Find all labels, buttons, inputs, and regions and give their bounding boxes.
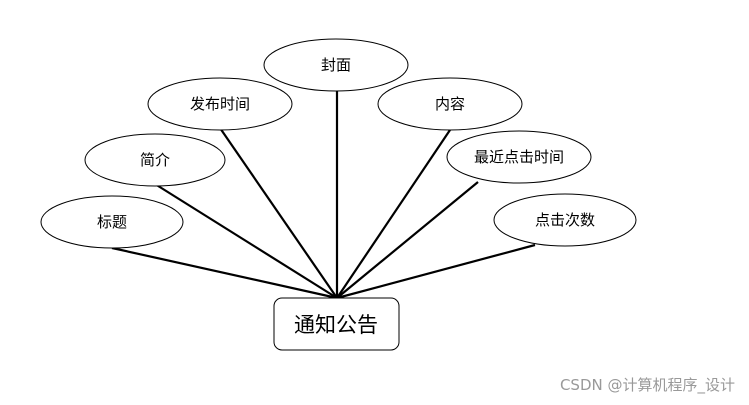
attribute-ellipse xyxy=(493,193,637,247)
entity-notice: 通知公告 xyxy=(273,297,400,351)
edge-last-click-time xyxy=(336,181,479,299)
attribute-label: 最近点击时间 xyxy=(474,148,564,166)
attribute-ellipse xyxy=(40,195,184,249)
attribute-ellipse xyxy=(147,77,293,131)
attribute-label: 内容 xyxy=(435,95,465,113)
edge-content xyxy=(336,129,451,299)
attribute-ellipse xyxy=(84,133,226,187)
entity-box xyxy=(273,297,400,351)
connectors xyxy=(111,90,536,300)
edge-click-count xyxy=(336,243,536,300)
attribute-label: 简介 xyxy=(140,151,170,169)
attribute-ellipse xyxy=(263,38,409,92)
attribute-ellipse xyxy=(377,77,523,131)
attribute-summary: 简介 xyxy=(84,133,226,187)
entity-label: 通知公告 xyxy=(294,313,378,337)
attribute-ellipse xyxy=(446,130,592,184)
watermark: CSDN @计算机程序_设计 xyxy=(559,376,735,394)
attribute-title: 标题 xyxy=(40,195,184,249)
attribute-label: 点击次数 xyxy=(535,211,595,229)
edge-publish-time xyxy=(219,127,338,299)
edge-title xyxy=(111,246,338,300)
attribute-click-count: 点击次数 xyxy=(493,193,637,247)
attribute-cover: 封面 xyxy=(263,38,409,92)
attribute-content: 内容 xyxy=(377,77,523,131)
attribute-last-click-time: 最近点击时间 xyxy=(446,130,592,184)
attribute-label: 标题 xyxy=(97,213,127,231)
attribute-label: 封面 xyxy=(321,56,351,74)
attribute-publish-time: 发布时间 xyxy=(147,77,293,131)
attribute-label: 发布时间 xyxy=(190,95,250,113)
edge-summary xyxy=(154,183,338,299)
